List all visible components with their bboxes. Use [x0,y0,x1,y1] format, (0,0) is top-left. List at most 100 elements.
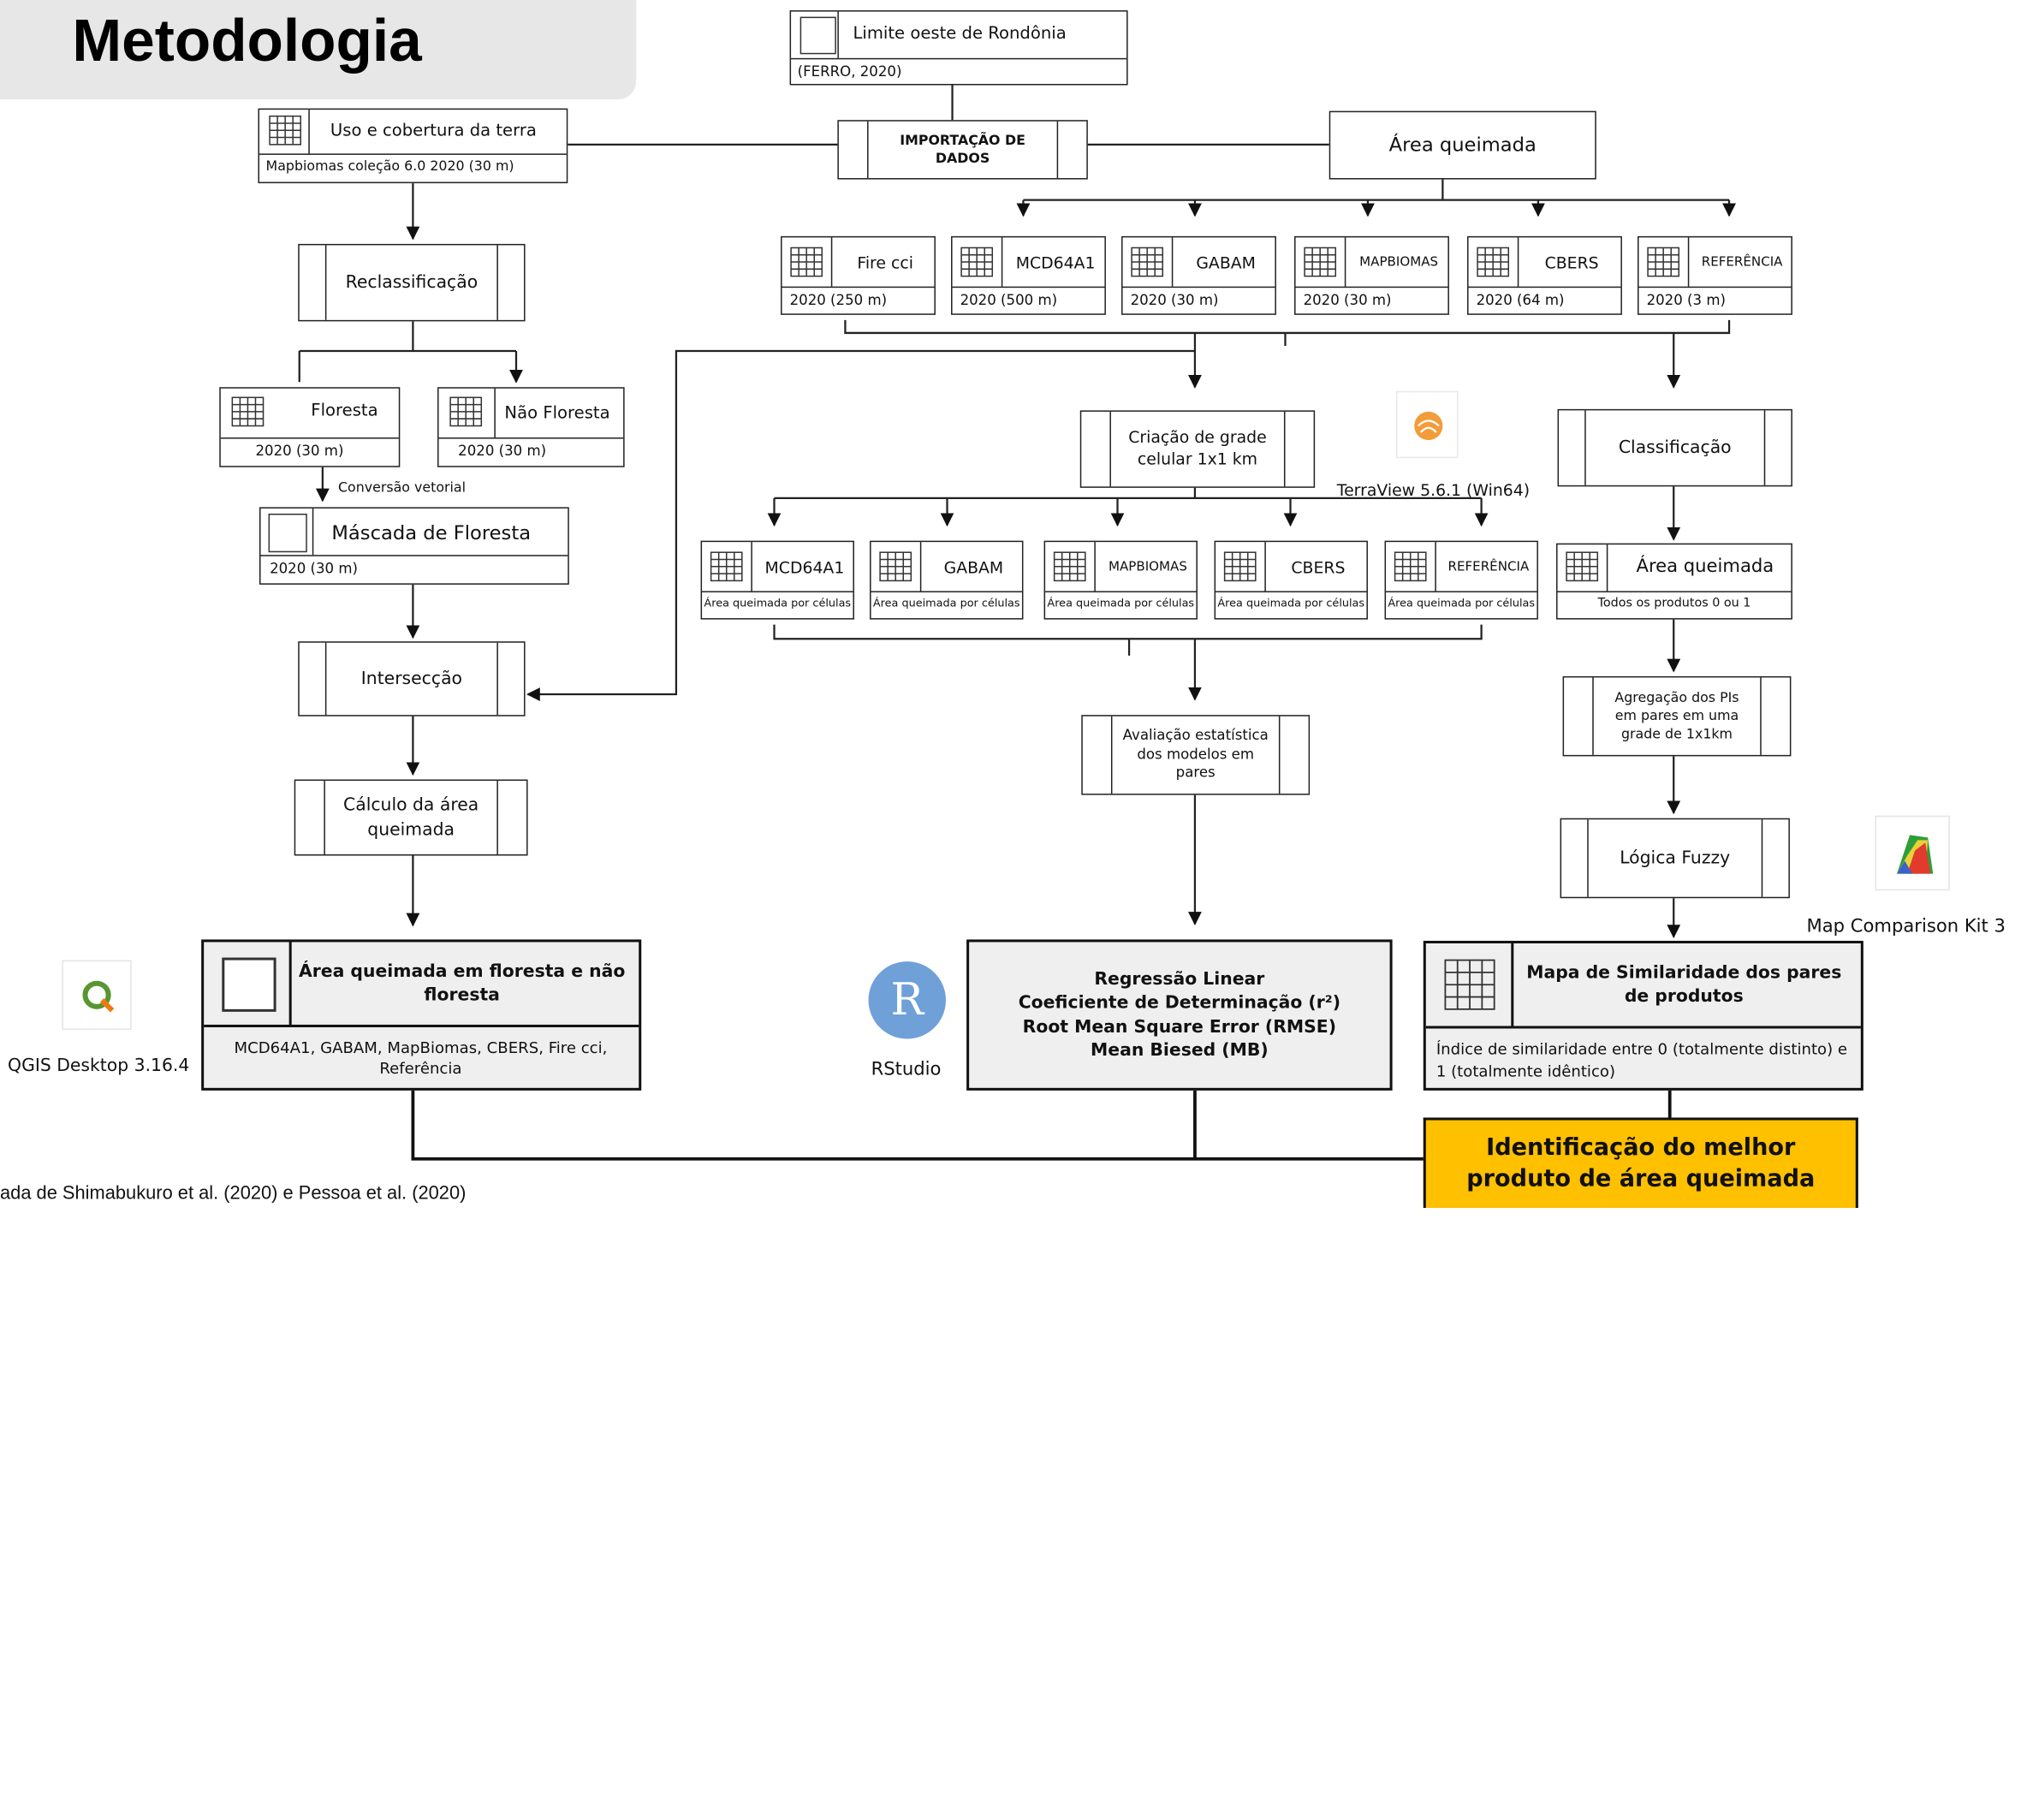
final-result-box: Identificação do melhor produto de área … [1423,1117,1858,1209]
cell-product-sub: Área queimada por células [1388,597,1536,611]
area-queimada-source: Área queimada [1329,110,1596,180]
final-result-label: Identificação do melhor produto de área … [1466,1133,1816,1193]
raster-grid-icon [790,247,823,277]
map-comparison-label: Map Comparison Kit 3 [1806,916,2006,937]
title-banner [0,0,637,100]
interseccao-process: Intersecção [298,641,526,717]
fuzzy-process: Lógica Fuzzy [1560,818,1790,899]
limite-label: Limite oeste de Rondônia [853,24,1067,45]
product-name: CBERS [1544,252,1599,272]
nao-floresta-sub: 2020 (30 m) [458,443,547,460]
rstudio-logo: R [868,961,946,1039]
cell-product-name: REFERÊNCIA [1447,559,1530,574]
qgis-icon [82,980,115,1013]
product-name: Fire cci [857,252,913,272]
uso-sub: Mapbiomas coleção 6.0 2020 (30 m) [265,158,514,175]
raster-grid-icon [1131,247,1164,277]
nao-floresta-box: Não Floresta 2020 (30 m) [437,387,625,467]
limite-data-box: Limite oeste de Rondônia (FERRO, 2020) [789,10,1128,86]
raster-grid-icon [231,396,265,427]
cell-product-sub: Área queimada por células [872,597,1020,611]
uso-label: Uso e cobertura da terra [330,121,537,141]
cell-product-name: MAPBIOMAS [1108,559,1187,574]
reclassificacao-process: Reclassificação [298,243,526,322]
cell-product-box: CBERS Área queimada por células [1214,540,1368,620]
raster-grid-icon [1223,551,1257,582]
cell-product-name: MCD64A1 [764,556,845,577]
methodology-diagram: Metodologia Limite oeste de Rondônia (FE… [0,0,2006,1209]
terraview-label: TerraView 5.6.1 (Win64) [1336,479,1531,500]
raster-grid-icon [1477,247,1510,277]
result-line: Mean Biesed (MB) [1091,1039,1269,1061]
left-result-box: Área queimada em floresta e não floresta… [201,939,642,1091]
product-name: REFERÊNCIA [1701,254,1783,270]
product-name: MCD64A1 [1015,252,1096,272]
product-name: MAPBIOMAS [1359,254,1439,270]
cell-product-sub: Área queimada por células [1217,597,1365,611]
importacao-process: IMPORTAÇÃO DE DADOS [837,120,1088,180]
result-line: Coeficiente de Determinação (r²) [1018,992,1341,1014]
rstudio-label: RStudio [871,1059,942,1080]
floresta-box: Floresta 2020 (30 m) [219,387,401,467]
blank-layer-icon [222,957,276,1012]
raster-grid-icon [449,396,483,427]
product-box: GABAM 2020 (30 m) [1121,235,1276,315]
right-area-box: Área queimada Todos os produtos 0 ou 1 [1556,543,1792,620]
right-area-sub: Todos os produtos 0 ou 1 [1597,596,1751,611]
grade-process: Criação de grade celular 1x1 km [1079,410,1316,488]
area-queimada-label: Área queimada [1388,133,1537,157]
floresta-label: Floresta [311,401,378,421]
raster-grid-icon [1394,551,1427,582]
middle-result-box: Regressão Linear Coeficiente de Determin… [966,939,1393,1091]
blank-layer-icon [799,16,836,55]
mascara-sub: 2020 (30 m) [270,560,359,577]
blank-layer-icon [268,513,307,553]
agregacao-label: Agregação dos PIs em pares em uma grade … [1614,690,1739,742]
reclassificacao-label: Reclassificação [345,271,479,294]
terraview-icon [1414,411,1443,441]
result-line: Regressão Linear [1094,969,1265,990]
right-result-box: Mapa de Similaridade dos pares de produt… [1423,940,1863,1091]
cell-product-name: CBERS [1291,556,1346,577]
product-box: REFERÊNCIA 2020 (3 m) [1638,235,1792,315]
raster-grid-icon [1647,247,1680,277]
cell-product-sub: Área queimada por células [704,597,852,611]
importacao-label: IMPORTAÇÃO DE DADOS [900,133,1025,167]
classificacao-process: Classificação [1557,408,1792,487]
raster-grid-icon [269,115,302,146]
right-result-title: Mapa de Similaridade dos pares de produt… [1526,962,1842,1007]
connector-lines [298,83,1736,1161]
map-comparison-logo [1875,815,1950,891]
raster-grid-icon [1304,247,1337,277]
product-sub: 2020 (500 m) [960,291,1058,309]
qgis-label: QGIS Desktop 3.16.4 [8,1056,190,1077]
raster-grid-icon [1444,959,1495,1010]
grade-label: Criação de grade celular 1x1 km [1128,427,1267,469]
product-sub: 2020 (30 m) [1130,291,1219,309]
cell-product-box: REFERÊNCIA Área queimada por células [1384,540,1538,620]
product-name: GABAM [1196,252,1256,272]
raster-grid-icon [879,551,912,582]
page-title: Metodologia [72,6,422,74]
floresta-sub: 2020 (30 m) [255,443,344,460]
right-result-sub: Índice de similaridade entre 0 (totalmen… [1436,1040,1848,1081]
terraview-logo [1396,390,1459,459]
raster-grid-icon [1053,551,1086,582]
conversao-label: Conversão vetorial [337,479,467,496]
calculo-label: Cálculo da área queimada [343,795,479,840]
footer-citation: ada de Shimabukuro et al. (2020) e Pesso… [0,1183,467,1204]
mascara-box: Máscada de Floresta 2020 (30 m) [259,507,569,585]
uso-data-box: Uso e cobertura da terra Mapbiomas coleç… [258,108,568,184]
fuzzy-label: Lógica Fuzzy [1620,848,1731,869]
product-sub: 2020 (3 m) [1646,291,1726,309]
raster-grid-icon [960,247,994,277]
left-result-sub: MCD64A1, GABAM, MapBiomas, CBERS, Fire c… [234,1038,608,1078]
cell-product-sub: Área queimada por células [1047,597,1195,611]
interseccao-label: Intersecção [360,668,462,689]
raster-grid-icon [710,551,743,582]
